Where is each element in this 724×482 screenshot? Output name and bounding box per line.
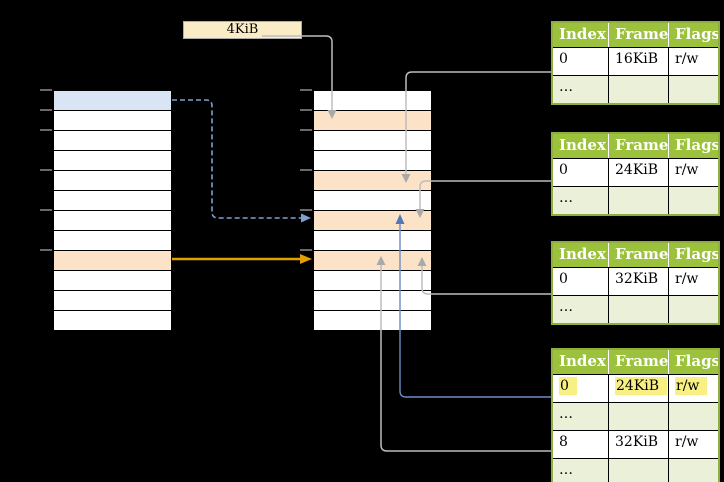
virtual-page-row: [54, 131, 171, 151]
page-table-4: Index Frame Flags 0 24KiB r/w … 8 32KiB …: [551, 348, 720, 482]
entry-frame: 16KiB: [609, 48, 669, 75]
virtual-page-row: [54, 291, 171, 311]
page-table-header-row: Index Frame Flags: [553, 23, 718, 48]
entry-index: 0: [553, 159, 609, 186]
arrow-table4-entry8-to-frame: [376, 256, 551, 452]
entry-frame: [609, 403, 669, 430]
page-table-4-clip: Index Frame Flags 0 24KiB r/w … 8 32KiB …: [551, 348, 720, 482]
physical-frame-row-16kib: [314, 171, 431, 191]
virtual-page-row: [54, 211, 171, 231]
page-table-entry-row: 8 32KiB r/w: [553, 431, 718, 459]
header-flags: Flags: [675, 245, 718, 263]
entry-flags: r/w: [675, 51, 699, 67]
header-frame: Frame: [609, 350, 669, 374]
entry-flags: r/w: [669, 375, 718, 402]
page-table-3: Index Frame Flags 0 32KiB r/w …: [551, 241, 720, 325]
entry-flags: r/w: [675, 162, 699, 178]
arrow-table3-to-frame: [417, 257, 551, 295]
header-frame: Frame: [609, 23, 669, 47]
page-table-header-row: Index Frame Flags: [553, 243, 718, 268]
entry-frame: [609, 459, 669, 482]
header-flags: Flags: [675, 25, 718, 43]
entry-frame: 32KiB: [609, 431, 669, 458]
physical-frame-row: [314, 151, 431, 171]
header-flags: Flags: [675, 352, 718, 370]
page-table-ellipsis-row: …: [553, 296, 718, 323]
page-table-1: Index Frame Flags 0 16KiB r/w …: [551, 21, 720, 105]
highlighted-value: 24KiB: [615, 377, 668, 395]
virtual-page-row: [54, 231, 171, 251]
entry-index: 0: [553, 375, 609, 402]
page-table-entry-row: 0 16KiB r/w: [553, 48, 718, 76]
virtual-page-row: [54, 171, 171, 191]
page-table-entry-row: 0 32KiB r/w: [553, 268, 718, 296]
arrow-orange-virtual-to-frame: [172, 254, 312, 264]
header-frame: Frame: [609, 134, 669, 158]
page-table-ellipsis-row: …: [553, 403, 718, 431]
entry-flags: r/w: [675, 434, 699, 450]
entry-index: …: [553, 296, 609, 323]
entry-index: …: [553, 187, 609, 214]
highlighted-value: 0: [559, 377, 577, 395]
physical-frame-row: [314, 271, 431, 291]
page-table-ellipsis-row: …: [553, 459, 718, 482]
virtual-page-row: [54, 191, 171, 211]
virtual-page-row: [54, 311, 171, 330]
virtual-page-row-highlighted-orange: [54, 251, 171, 271]
header-index: Index: [553, 23, 609, 47]
entry-index: 0: [553, 268, 609, 295]
page-table-header-row: Index Frame Flags: [553, 134, 718, 159]
header-index: Index: [553, 350, 609, 374]
entry-index: …: [553, 76, 609, 103]
entry-frame: [609, 76, 669, 103]
physical-frame-row: [314, 231, 431, 251]
entry-flags: r/w: [675, 271, 699, 287]
entry-frame: 24KiB: [609, 159, 669, 186]
entry-index: …: [553, 459, 609, 482]
virtual-page-row-highlighted-blue: [54, 91, 171, 111]
physical-memory-column: [313, 90, 432, 331]
arrow-table2-to-frame: [415, 180, 551, 218]
virtual-page-row: [54, 111, 171, 131]
page-table-header-row: Index Frame Flags: [553, 350, 718, 375]
physical-frame-row-4kib: [314, 111, 431, 131]
arrow-table4-entry0-to-frame: [395, 214, 551, 398]
entry-frame: [609, 296, 669, 323]
physical-frame-row: [314, 191, 431, 211]
physical-frame-row: [314, 131, 431, 151]
virtual-address-space-column: [53, 90, 172, 331]
page-table-2: Index Frame Flags 0 24KiB r/w …: [551, 132, 720, 216]
physical-frame-row-24kib: [314, 211, 431, 231]
virtual-page-row: [54, 151, 171, 171]
page-table-ellipsis-row: …: [553, 187, 718, 214]
virtual-page-row: [54, 271, 171, 291]
arrow-pagesize-to-frame: [262, 35, 337, 119]
physical-frame-row: [314, 311, 431, 330]
entry-frame: 32KiB: [609, 268, 669, 295]
page-size-label: 4KiB: [183, 21, 302, 39]
entry-frame: 24KiB: [609, 375, 669, 402]
arrow-table1-to-frame: [401, 71, 551, 183]
physical-frame-row: [314, 91, 431, 111]
header-index: Index: [553, 243, 609, 267]
entry-frame: [609, 187, 669, 214]
page-table-entry-row-highlighted: 0 24KiB r/w: [553, 375, 718, 403]
page-table-ellipsis-row: …: [553, 76, 718, 103]
highlighted-value: r/w: [675, 377, 708, 395]
page-table-entry-row: 0 24KiB r/w: [553, 159, 718, 187]
entry-index: …: [553, 403, 609, 430]
physical-frame-row-32kib: [314, 251, 431, 271]
header-frame: Frame: [609, 243, 669, 267]
header-flags: Flags: [675, 136, 718, 154]
address-tick-marks: [40, 89, 312, 251]
physical-frame-row: [314, 291, 431, 311]
header-index: Index: [553, 134, 609, 158]
entry-index: 8: [553, 431, 609, 458]
arrow-dashed-virtual-to-frame: [172, 99, 311, 223]
entry-index: 0: [553, 48, 609, 75]
